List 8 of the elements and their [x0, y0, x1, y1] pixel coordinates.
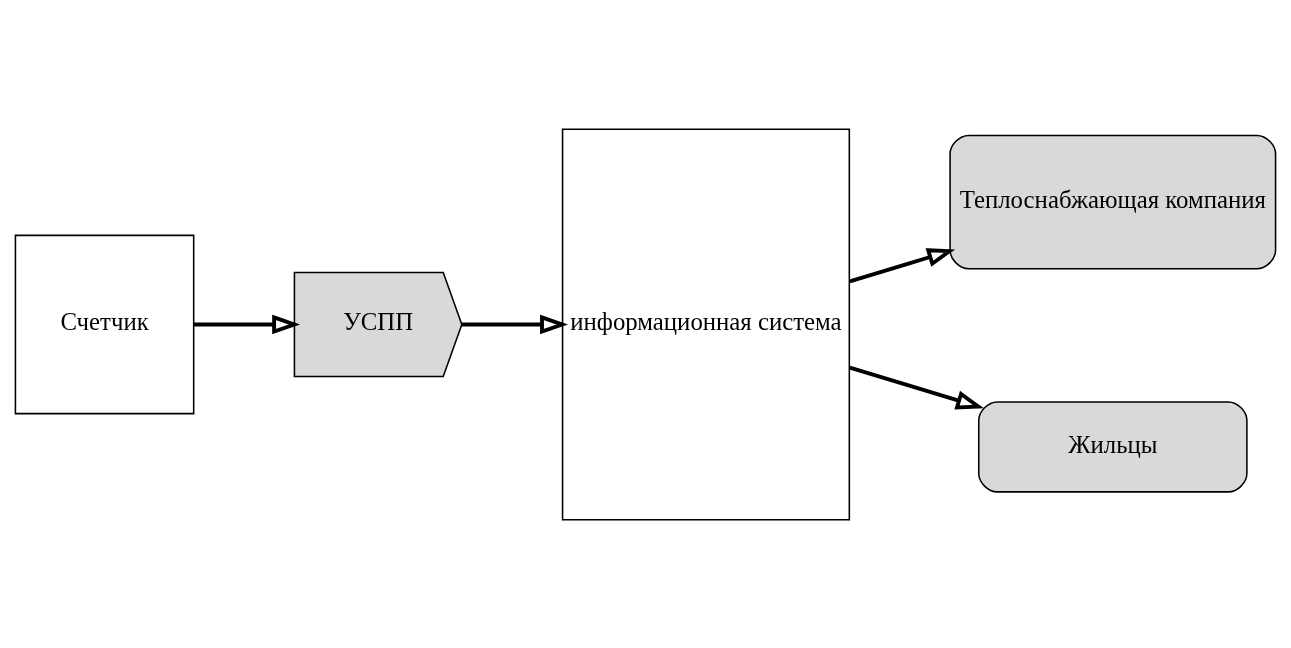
arrow: [193, 314, 301, 334]
node-box: информационная система: [561, 127, 851, 521]
node-box: Теплоснабжающая компания: [949, 134, 1277, 269]
arrow: [849, 247, 956, 283]
arrow: [462, 314, 568, 334]
arrow: [849, 365, 984, 410]
node-box: Счетчик: [14, 234, 195, 414]
node-box: Жильцы: [977, 400, 1248, 493]
